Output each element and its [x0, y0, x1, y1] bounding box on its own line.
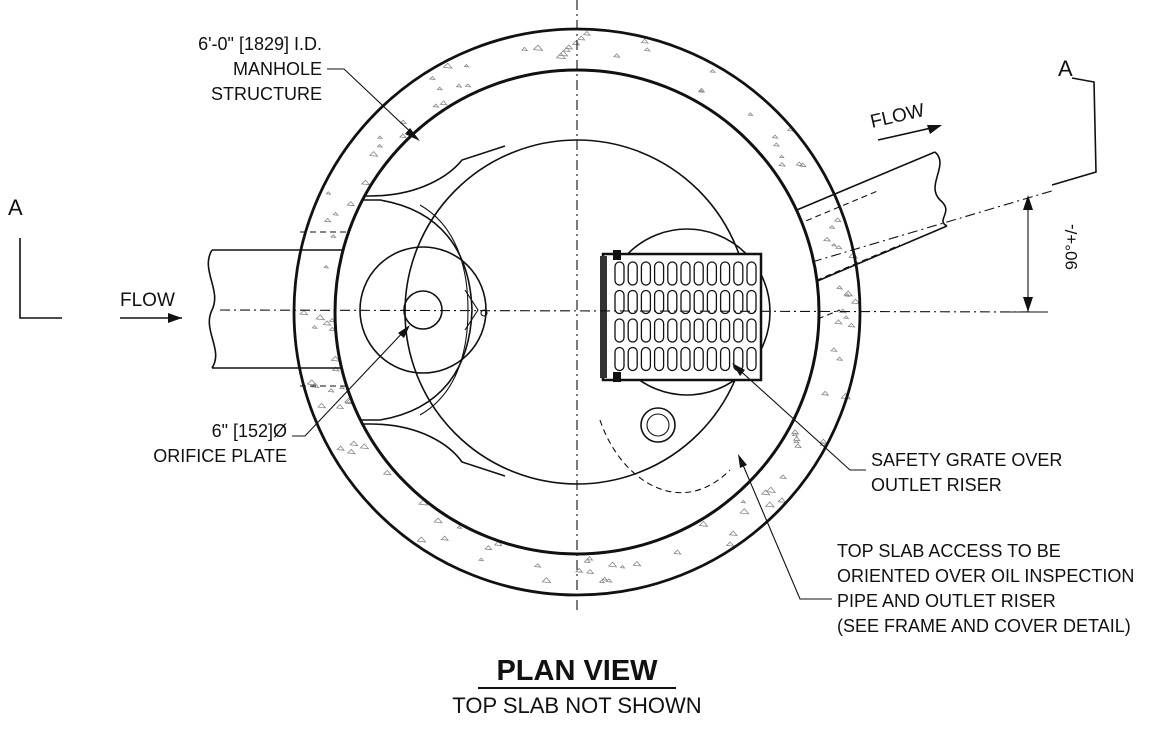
svg-text:90°+/-: 90°+/- — [1062, 224, 1081, 270]
angle-dimension: 90°+/- — [1005, 195, 1081, 313]
svg-text:STRUCTURE: STRUCTURE — [211, 84, 322, 104]
svg-text:6" [152]Ø: 6" [152]Ø — [212, 421, 287, 441]
title-block: PLAN VIEW TOP SLAB NOT SHOWN — [452, 655, 701, 718]
svg-text:FLOW: FLOW — [120, 290, 175, 311]
svg-text:ORIENTED OVER OIL INSPECTION: ORIENTED OVER OIL INSPECTION — [837, 566, 1134, 586]
svg-text:ORIFICE PLATE: ORIFICE PLATE — [153, 446, 287, 466]
svg-text:A: A — [8, 195, 23, 220]
flow-arrow-right: FLOW — [868, 100, 942, 141]
svg-text:SAFETY GRATE OVER: SAFETY GRATE OVER — [871, 450, 1062, 470]
oil-inspection-pipe — [640, 407, 676, 443]
drawing-title: PLAN VIEW — [496, 655, 658, 687]
svg-text:TOP SLAB ACCESS TO BE: TOP SLAB ACCESS TO BE — [837, 541, 1061, 561]
manhole-callout: 6'-0" [1829] I.D. MANHOLE STRUCTURE — [198, 34, 420, 141]
svg-text:PIPE AND OUTLET RISER: PIPE AND OUTLET RISER — [837, 591, 1056, 611]
section-marker-left: A — [8, 195, 62, 319]
svg-text:(SEE FRAME AND COVER DETAIL): (SEE FRAME AND COVER DETAIL) — [837, 616, 1131, 636]
access-callout: TOP SLAB ACCESS TO BE ORIENTED OVER OIL … — [738, 454, 1134, 636]
flow-arrow-left: FLOW — [120, 290, 182, 323]
concrete-wall-hatch — [299, 30, 861, 584]
svg-text:FLOW: FLOW — [868, 100, 926, 133]
svg-text:A: A — [1058, 56, 1073, 81]
inlet-chamber — [335, 145, 506, 477]
orifice-callout: 6" [152]Ø ORIFICE PLATE — [153, 325, 410, 466]
svg-text:6'-0" [1829] I.D.: 6'-0" [1829] I.D. — [198, 34, 322, 54]
center-lines — [219, 0, 1056, 610]
inlet-pipe — [207, 231, 380, 387]
section-marker-right: A — [1051, 56, 1097, 186]
grate-callout: SAFETY GRATE OVER OUTLET RISER — [732, 363, 1062, 495]
svg-text:OUTLET RISER: OUTLET RISER — [871, 475, 1002, 495]
drawing-subtitle: TOP SLAB NOT SHOWN — [452, 693, 701, 718]
svg-text:MANHOLE: MANHOLE — [233, 59, 322, 79]
safety-grate — [600, 250, 763, 382]
